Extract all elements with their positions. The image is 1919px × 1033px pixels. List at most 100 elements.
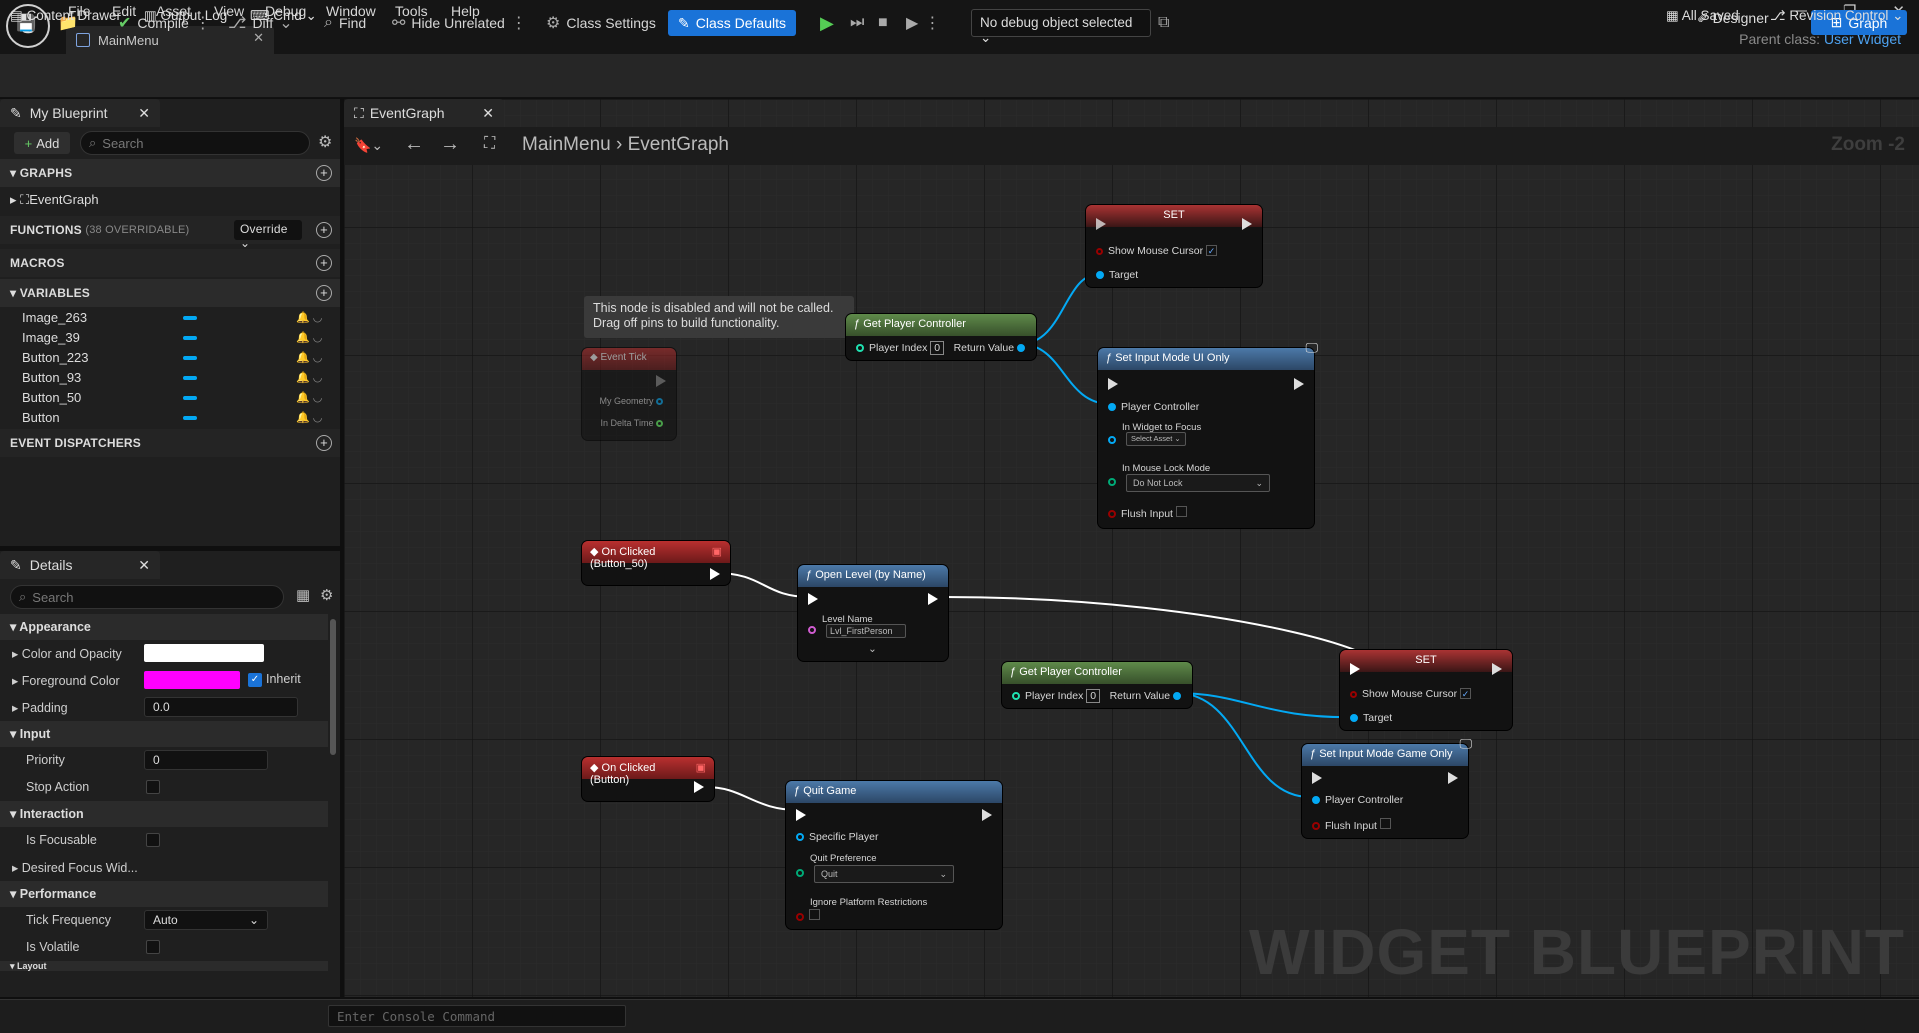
- flush-input-checkbox[interactable]: [1175, 506, 1187, 517]
- debug-filter-icon[interactable]: ⧉: [1158, 14, 1170, 31]
- more-options-icon[interactable]: ⋮: [194, 15, 211, 32]
- bell-icon[interactable]: 🔔 ◡: [296, 392, 323, 404]
- bookmark-icon[interactable]: 🔖⌄: [354, 137, 384, 153]
- input-group[interactable]: ▾ Input: [0, 721, 328, 747]
- exec-out-pin[interactable]: [1242, 218, 1252, 233]
- add-variable-icon[interactable]: +: [316, 285, 332, 301]
- is-volatile-checkbox[interactable]: [146, 940, 160, 954]
- exec-out-pin[interactable]: [1492, 663, 1502, 678]
- hide-unrelated-button[interactable]: ⚯Hide Unrelated⋮: [392, 10, 527, 36]
- tab-eventgraph[interactable]: ⛶EventGraph✕: [344, 99, 504, 127]
- save-icon[interactable]: 💾: [16, 15, 36, 32]
- menu-help[interactable]: Help: [451, 3, 480, 19]
- open-level-node[interactable]: ƒ Open Level (by Name) Level Name Lvl_Fi…: [798, 565, 948, 661]
- class-settings-button[interactable]: ⚙Class Settings: [546, 10, 656, 36]
- bell-icon[interactable]: 🔔 ◡: [296, 372, 323, 384]
- variable-item[interactable]: Button: [22, 410, 60, 425]
- content-drawer-button[interactable]: ▤ Content Drawer: [10, 8, 121, 24]
- gear-icon[interactable]: ⚙: [320, 587, 334, 604]
- breadcrumb-root[interactable]: MainMenu: [522, 134, 611, 155]
- close-icon[interactable]: ✕: [253, 30, 264, 45]
- add-function-icon[interactable]: +: [316, 222, 332, 238]
- flush-input-pin[interactable]: Flush Input: [1312, 818, 1391, 832]
- stop-button[interactable]: ■: [878, 10, 888, 36]
- set-show-mouse-cursor-node[interactable]: SET Show Mouse Cursor ✓ Target: [1086, 205, 1262, 287]
- functions-section-header[interactable]: FUNCTIONS (38 OVERRIDABLE) Override ⌄ +: [0, 216, 340, 250]
- target-pin[interactable]: Target: [1096, 269, 1138, 281]
- exec-in-pin[interactable]: [808, 593, 818, 608]
- graphs-section-header[interactable]: ▾ GRAPHS+: [0, 159, 340, 187]
- variable-item[interactable]: Button_93: [22, 370, 82, 385]
- return-value-pin[interactable]: Return Value: [954, 342, 1030, 354]
- set-input-mode-ui-only-node[interactable]: ƒ Set Input Mode UI Only 🖵 Player Contro…: [1098, 340, 1318, 528]
- player-index-input[interactable]: 0: [1086, 689, 1101, 703]
- my-blueprint-tab[interactable]: ✎ My Blueprint ✕: [0, 99, 160, 127]
- get-player-controller-node-2[interactable]: ƒ Get Player Controller Player Index 0 R…: [1002, 662, 1192, 708]
- show-mouse-cursor-checkbox[interactable]: ✓: [1206, 245, 1218, 256]
- variable-item[interactable]: Button_223: [22, 350, 89, 365]
- simulate-button[interactable]: ▶⋮: [906, 10, 940, 36]
- property-matrix-icon[interactable]: ▦: [296, 587, 311, 604]
- menu-window[interactable]: Window: [326, 3, 376, 19]
- document-tab-mainmenu[interactable]: MainMenu ✕: [66, 26, 274, 54]
- exec-out-pin[interactable]: [694, 781, 704, 796]
- mouse-lock-pin[interactable]: [1108, 476, 1121, 488]
- play-button[interactable]: ▶: [820, 10, 834, 36]
- exec-in-pin[interactable]: [1108, 378, 1118, 393]
- designer-mode-button[interactable]: ✐ Designer: [1697, 10, 1769, 27]
- breadcrumb-leaf[interactable]: EventGraph: [627, 134, 730, 155]
- diff-button[interactable]: ⎇Diff⌄: [228, 10, 293, 36]
- more-options-icon[interactable]: ⋮: [510, 15, 527, 32]
- graph-item-eventgraph[interactable]: ▸ ⛶EventGraph: [10, 192, 99, 208]
- ignore-platform-checkbox[interactable]: [809, 909, 820, 920]
- appearance-group[interactable]: ▾ Appearance: [0, 614, 328, 640]
- bell-icon[interactable]: 🔔 ◡: [296, 352, 323, 364]
- class-defaults-button[interactable]: ✎Class Defaults: [668, 10, 796, 36]
- step-button[interactable]: ⏭: [850, 10, 864, 36]
- flush-input-checkbox[interactable]: [1379, 818, 1391, 829]
- get-player-controller-node[interactable]: ƒ Get Player Controller Player Index 0 R…: [846, 314, 1036, 360]
- exec-in-pin[interactable]: [1350, 663, 1360, 678]
- return-value-pin[interactable]: Return Value: [1110, 690, 1186, 702]
- parent-class-link[interactable]: User Widget: [1823, 31, 1901, 47]
- bell-icon[interactable]: 🔔 ◡: [296, 332, 323, 344]
- gear-icon[interactable]: ⚙: [318, 134, 333, 151]
- my-blueprint-search-input[interactable]: ⌕Search: [80, 131, 310, 155]
- menu-file[interactable]: File: [68, 3, 91, 19]
- compile-button[interactable]: ✔Compile⋮: [118, 10, 211, 36]
- show-mouse-cursor-pin[interactable]: Show Mouse Cursor ✓: [1350, 688, 1472, 700]
- details-search-input[interactable]: ⌕Search: [10, 585, 284, 609]
- on-clicked-button-node[interactable]: ◆ On Clicked (Button)▣: [582, 757, 714, 801]
- quit-preference-dropdown[interactable]: Quit⌄: [814, 865, 954, 883]
- exec-in-pin[interactable]: [796, 809, 806, 824]
- close-icon[interactable]: ✕: [138, 104, 150, 121]
- level-name-pin[interactable]: [808, 624, 821, 636]
- menu-debug[interactable]: Debug: [265, 3, 307, 19]
- details-tab[interactable]: ✎Details✕: [0, 551, 160, 579]
- minimize-icon[interactable]: —: [1791, 2, 1807, 19]
- widget-focus-pin[interactable]: [1108, 434, 1121, 446]
- exec-out-pin[interactable]: [982, 809, 992, 824]
- set-input-mode-game-only-node[interactable]: ƒ Set Input Mode Game Only 🖵 Player Cont…: [1302, 736, 1472, 838]
- mouse-lock-dropdown[interactable]: Do Not Lock⌄: [1126, 474, 1270, 492]
- variable-item[interactable]: Image_39: [22, 330, 80, 345]
- inherit-checkbox[interactable]: ✓: [248, 673, 262, 687]
- foreground-color-swatch[interactable]: [144, 671, 240, 689]
- player-controller-pin[interactable]: Player Controller: [1108, 401, 1199, 413]
- close-icon[interactable]: ✕: [138, 556, 150, 573]
- player-index-pin[interactable]: Player Index 0: [1012, 689, 1101, 703]
- is-focusable-checkbox[interactable]: [146, 833, 160, 847]
- debug-object-dropdown[interactable]: No debug object selected ⌄: [971, 9, 1151, 45]
- back-arrow-icon[interactable]: ←: [404, 133, 424, 155]
- exec-out-pin[interactable]: [656, 375, 666, 390]
- details-scrollbar[interactable]: [330, 619, 336, 755]
- performance-group[interactable]: ▾ Performance: [0, 881, 328, 907]
- player-controller-pin[interactable]: Player Controller: [1312, 794, 1403, 806]
- variable-item[interactable]: Image_263: [22, 310, 88, 325]
- interaction-group[interactable]: ▾ Interaction: [0, 801, 328, 827]
- add-macro-icon[interactable]: +: [316, 255, 332, 271]
- cmd-dropdown[interactable]: ⌨ Cmd ⌄: [250, 8, 317, 24]
- unreal-logo-icon[interactable]: U: [6, 4, 50, 48]
- stop-action-checkbox[interactable]: [146, 780, 160, 794]
- quit-preference-pin[interactable]: [796, 867, 809, 879]
